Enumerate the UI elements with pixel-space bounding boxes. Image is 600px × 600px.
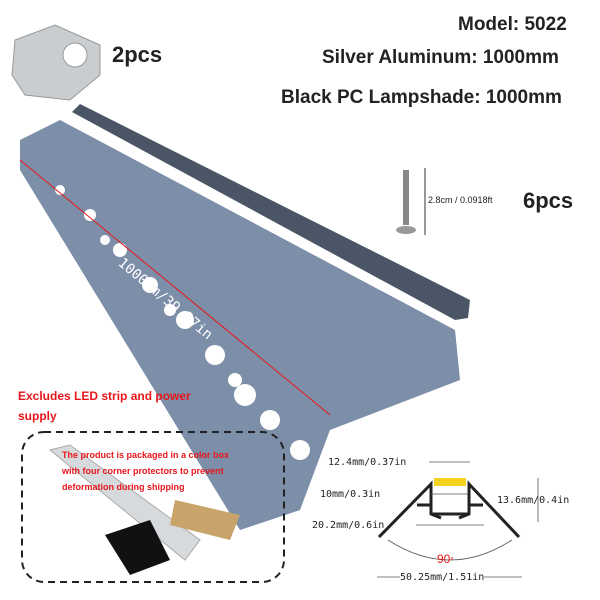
corner-protector-black (105, 520, 170, 575)
dim-height: 13.6mm/0.4in (497, 495, 570, 506)
cross-section-diagram (377, 480, 521, 539)
packaging-frame (21, 431, 285, 583)
packaging-box-image (48, 444, 201, 561)
dim-angle: 90° (437, 552, 454, 566)
lampshade-spec: Black PC Lampshade: 1000mm (281, 87, 562, 108)
aluminum-spec: Silver Aluminum: 1000mm (322, 47, 559, 68)
dim-total-width: 50.25mm/1.51in (400, 572, 485, 583)
angle-unit: ° (450, 556, 454, 565)
dim-inner-width: 10mm/0.3in (320, 489, 381, 500)
dim-top-width: 12.4mm/0.37in (328, 457, 407, 468)
angle-value: 90 (437, 552, 451, 566)
excludes-note: Excludes LED strip and power supply (18, 389, 191, 423)
profile-holes (55, 185, 310, 460)
led-strip (434, 478, 466, 486)
screw-image (396, 168, 426, 235)
packaging-note: The product is packaged in a color box w… (62, 450, 230, 492)
dim-base-width: 20.2mm/0.6in (312, 520, 385, 531)
corner-quantity: 2pcs (112, 42, 163, 67)
aluminum-profile (20, 120, 460, 530)
corner-protector-image (11, 24, 101, 101)
black-pc-lampshade (72, 104, 470, 320)
screw-length: 2.8cm / 0.0918ft (428, 195, 493, 205)
model-label: Model: 5022 (458, 14, 567, 35)
screw-quantity: 6pcs (523, 188, 574, 213)
